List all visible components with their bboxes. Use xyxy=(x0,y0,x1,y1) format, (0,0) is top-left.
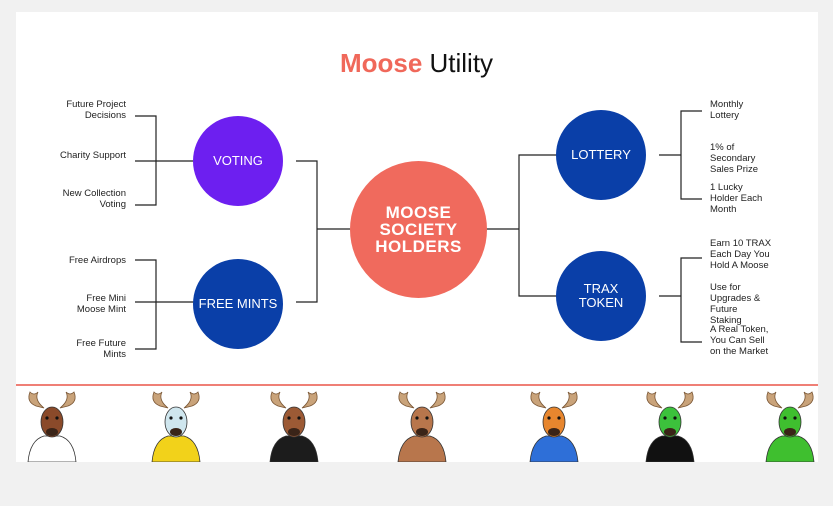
strip-divider xyxy=(16,384,818,386)
voting-item-3: New Collection Voting xyxy=(62,188,126,210)
trax-item-2: Use for Upgrades & Future Staking xyxy=(710,282,761,326)
center-label: MOOSE SOCIETY HOLDERS xyxy=(375,203,462,256)
title-accent: Moose xyxy=(339,48,423,78)
voting-item-1: Future Project Decisions xyxy=(66,99,126,121)
voting-item-2: Charity Support xyxy=(60,150,127,161)
moose-avatar-green-bunny-icon xyxy=(645,391,695,462)
trax-item-3: A Real Token, You Can Sell on the Market xyxy=(710,324,769,357)
moose-avatar-red-scarf-icon xyxy=(27,391,77,462)
lottery-label: LOTTERY xyxy=(571,147,631,162)
center-node: MOOSE SOCIETY HOLDERS xyxy=(350,161,487,298)
moose-avatar-shirtless-icon xyxy=(397,391,447,462)
trax-item-1: Earn 10 TRAX Each Day You Hold A Moose xyxy=(710,238,772,271)
lottery-item-1: Monthly Lottery xyxy=(710,99,744,121)
trax-token-node: TRAX TOKEN xyxy=(556,251,646,341)
diagram-title: Moose Utility xyxy=(0,48,833,79)
moose-avatar-blue-shirt-laser-icon xyxy=(529,391,579,462)
lottery-item-3: 1 Lucky Holder Each Month xyxy=(710,182,763,215)
free-mints-node: FREE MINTS xyxy=(193,259,283,349)
moose-avatar-yellow-jacket-icon xyxy=(151,391,201,462)
voting-node: VOTING xyxy=(193,116,283,206)
free-mints-item-1: Free Airdrops xyxy=(68,255,126,266)
voting-label: VOTING xyxy=(213,153,263,168)
free-mints-item-2: Free Mini Moose Mint xyxy=(76,293,126,315)
free-mints-item-3: Free Future Mints xyxy=(76,338,126,360)
title-rest: Utility xyxy=(422,48,494,78)
moose-avatar-tuxedo-icon xyxy=(269,391,319,462)
trax-token-label: TRAX TOKEN xyxy=(578,281,624,310)
moose-avatar-green-bowtie-icon xyxy=(765,391,815,462)
lottery-node: LOTTERY xyxy=(556,110,646,200)
free-mints-label: FREE MINTS xyxy=(198,296,278,311)
lottery-item-2: 1% of Secondary Sales Prize xyxy=(710,142,759,175)
